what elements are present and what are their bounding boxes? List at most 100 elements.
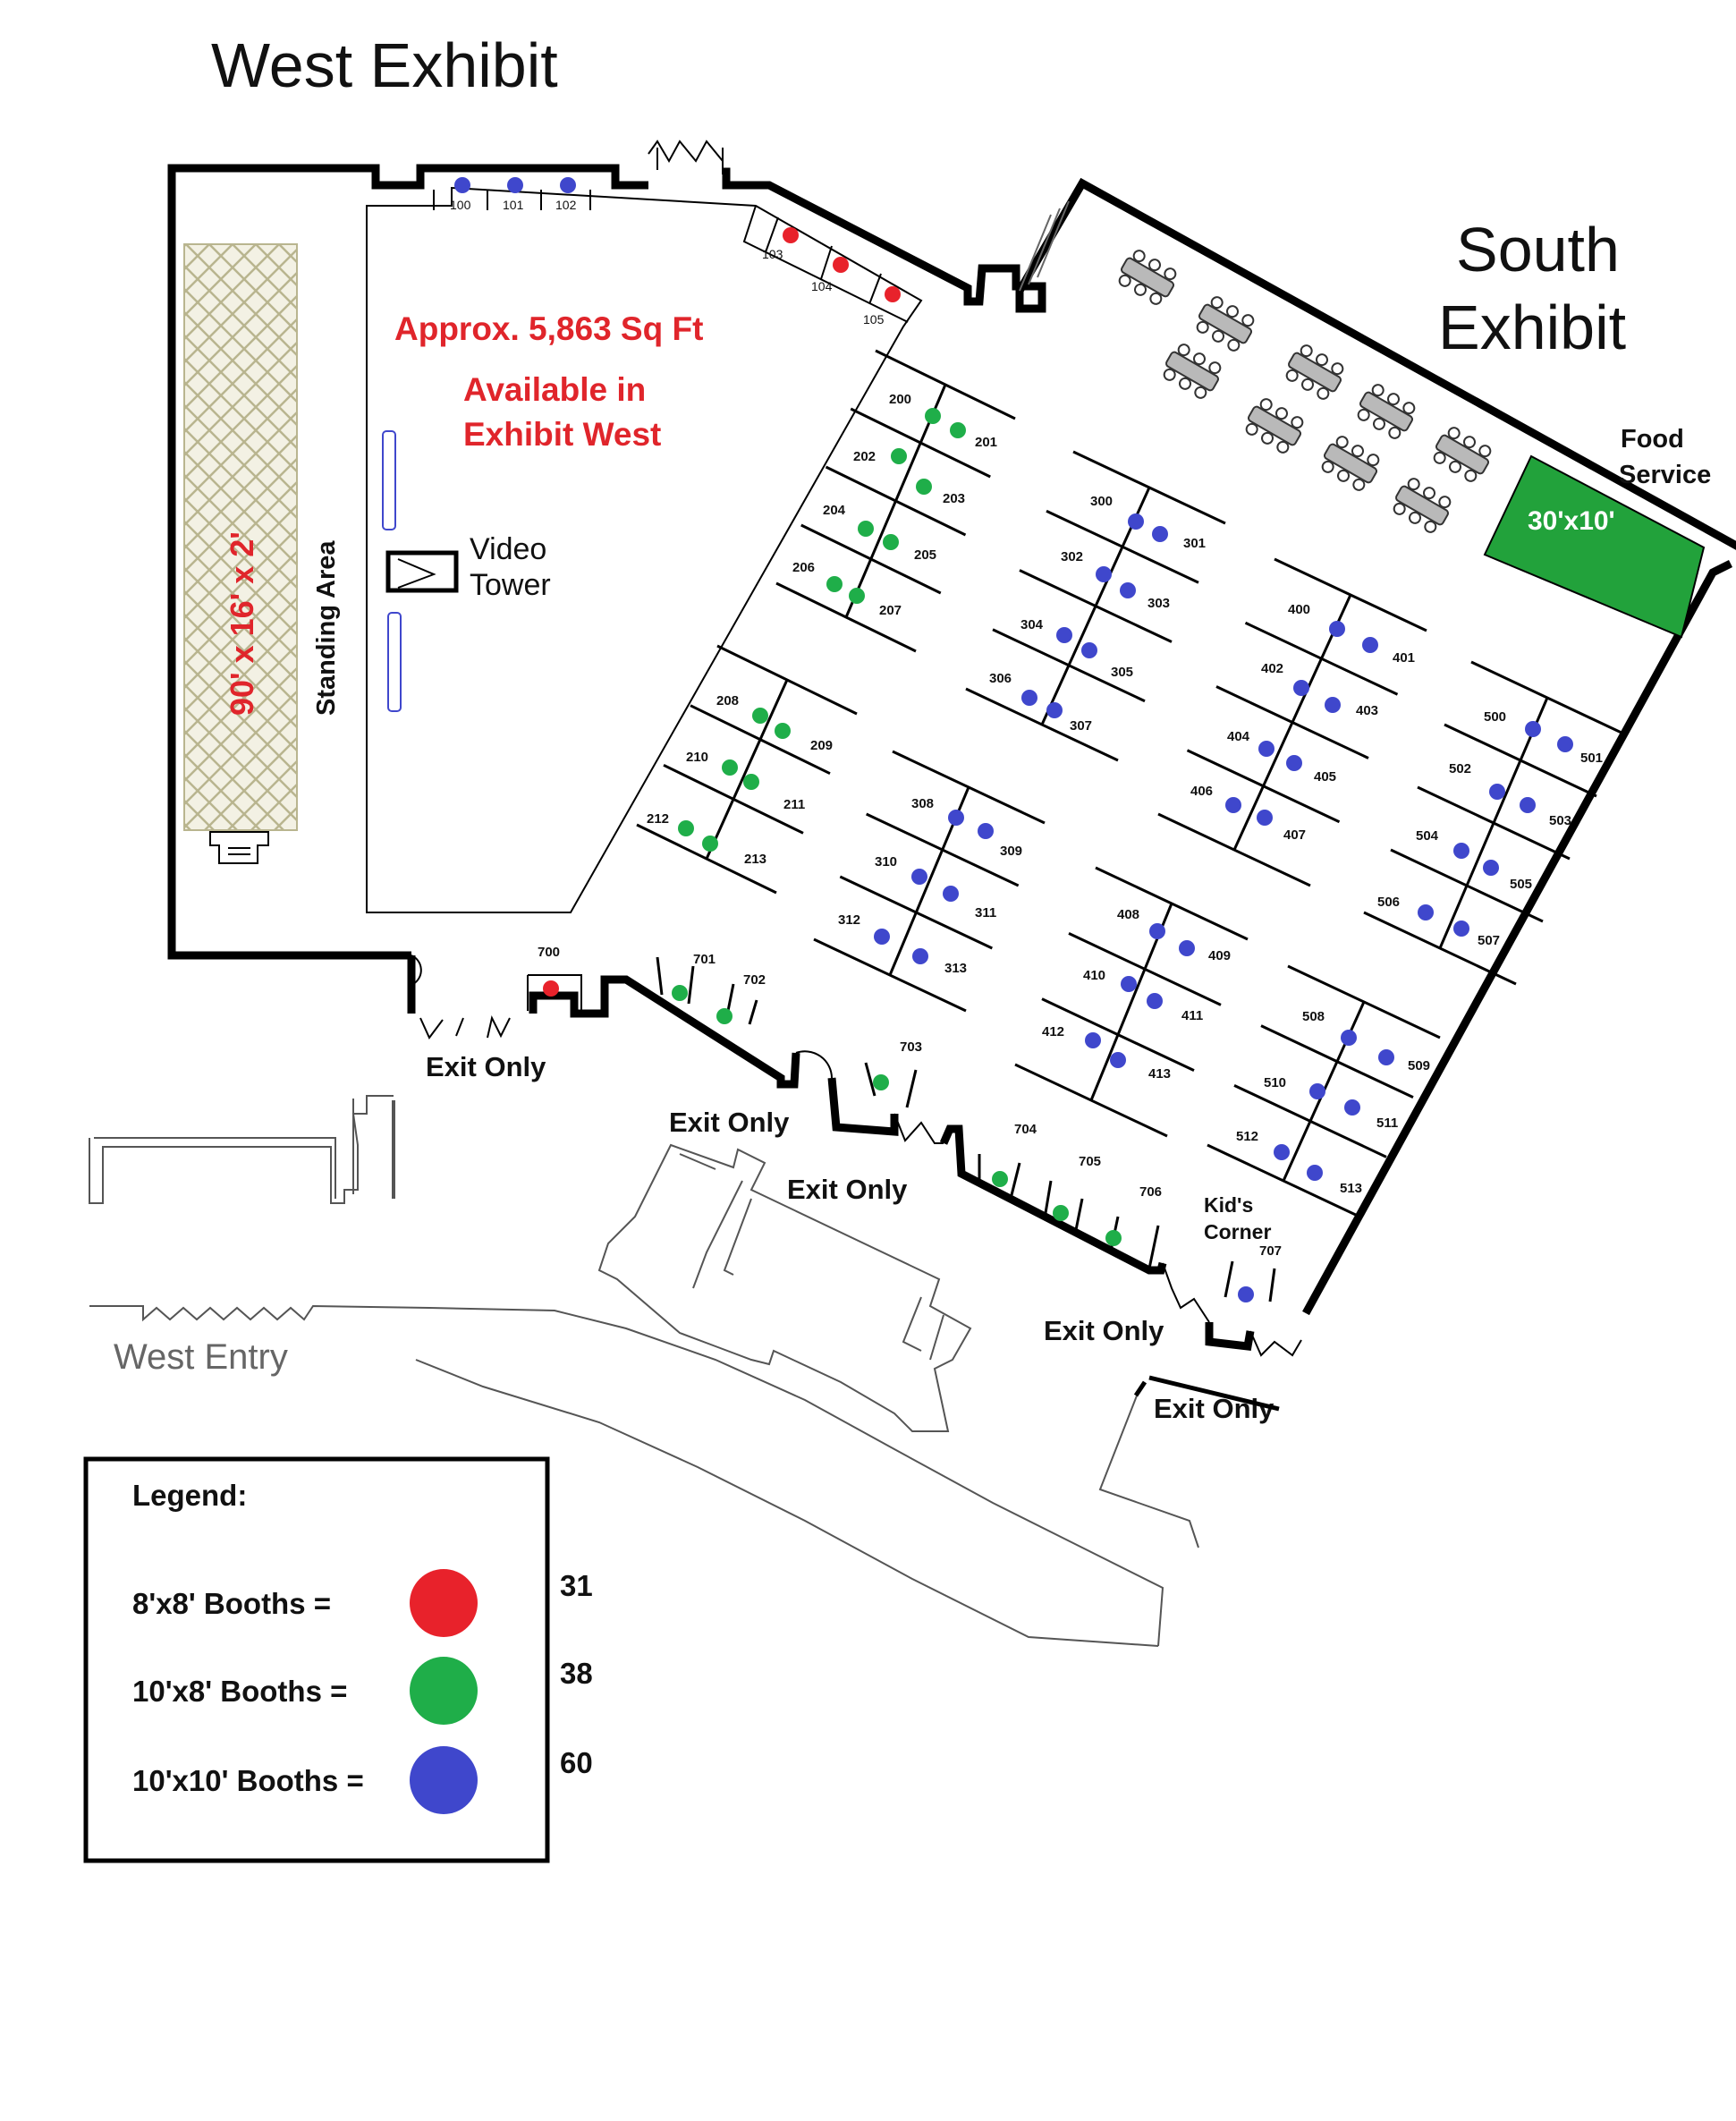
booth-103-label: 103 xyxy=(762,247,783,261)
booth-203-marker[interactable] xyxy=(916,479,932,495)
booth-312-marker[interactable] xyxy=(874,929,890,945)
standing-area-label: Standing Area xyxy=(312,540,341,716)
booth-703-label: 703 xyxy=(900,1039,922,1055)
booth-305-marker[interactable] xyxy=(1081,642,1097,658)
booth-501-marker[interactable] xyxy=(1557,736,1573,752)
booth-513-marker[interactable] xyxy=(1307,1165,1323,1181)
booth-505-marker[interactable] xyxy=(1483,860,1499,876)
booth-402-label: 402 xyxy=(1261,661,1283,676)
booth-410-marker[interactable] xyxy=(1121,976,1137,992)
booth-406-marker[interactable] xyxy=(1225,797,1241,813)
food-service-area: 30'x10' xyxy=(1483,454,1706,639)
booth-201-label: 201 xyxy=(975,435,997,450)
booth-100-marker[interactable] xyxy=(454,177,470,193)
legend-item-1-label: 8'x8' Booths = xyxy=(132,1587,331,1620)
booth-300-marker[interactable] xyxy=(1128,513,1144,530)
booth-103-marker[interactable] xyxy=(783,227,799,243)
booth-700-divider xyxy=(748,999,758,1025)
booth-405-marker[interactable] xyxy=(1286,755,1302,771)
booth-504-marker[interactable] xyxy=(1453,843,1469,859)
row-300-top-divider xyxy=(1072,450,1226,525)
booth-401-marker[interactable] xyxy=(1362,637,1378,653)
booth-209-marker[interactable] xyxy=(775,723,791,739)
booth-101-marker[interactable] xyxy=(507,177,523,193)
booth-707-marker[interactable] xyxy=(1238,1286,1254,1302)
booth-700-marker[interactable] xyxy=(543,980,559,997)
booth-700-divider xyxy=(1224,1260,1234,1298)
booth-302-marker[interactable] xyxy=(1096,566,1112,582)
booth-308-marker[interactable] xyxy=(948,810,964,826)
booth-400-marker[interactable] xyxy=(1329,621,1345,637)
booth-500-marker[interactable] xyxy=(1525,721,1541,737)
booth-512-marker[interactable] xyxy=(1274,1144,1290,1160)
row-200-top-divider xyxy=(775,581,917,653)
booth-213-marker[interactable] xyxy=(702,836,718,852)
booth-211-marker[interactable] xyxy=(743,774,759,790)
booth-213-label: 213 xyxy=(744,852,766,867)
booth-411-marker[interactable] xyxy=(1147,993,1163,1009)
booth-504-label: 504 xyxy=(1416,828,1439,844)
booth-509-marker[interactable] xyxy=(1378,1049,1394,1065)
west-sqft-line2: Available in xyxy=(463,371,646,408)
row-400-bottom-divider xyxy=(1068,931,1222,1006)
booth-401-label: 401 xyxy=(1393,650,1415,666)
booth-201-marker[interactable] xyxy=(950,422,966,438)
booth-208-marker[interactable] xyxy=(752,708,768,724)
booth-706-marker[interactable] xyxy=(1105,1230,1122,1246)
booth-403-marker[interactable] xyxy=(1325,697,1341,713)
booth-209-label: 209 xyxy=(810,738,833,753)
booth-502-marker[interactable] xyxy=(1489,784,1505,800)
booth-412-marker[interactable] xyxy=(1085,1032,1101,1048)
booth-309-marker[interactable] xyxy=(978,823,994,839)
booth-102-marker[interactable] xyxy=(560,177,576,193)
booth-104-marker[interactable] xyxy=(833,257,849,273)
booth-105-marker[interactable] xyxy=(885,286,901,302)
booth-303-marker[interactable] xyxy=(1120,582,1136,598)
booth-304-label: 304 xyxy=(1020,617,1044,632)
booth-212-marker[interactable] xyxy=(678,820,694,836)
booth-705-marker[interactable] xyxy=(1053,1205,1069,1221)
booth-206-marker[interactable] xyxy=(826,576,843,592)
booth-404-marker[interactable] xyxy=(1258,741,1274,757)
legend-title: Legend: xyxy=(132,1479,247,1512)
booth-100-label: 100 xyxy=(450,198,471,212)
booth-410-label: 410 xyxy=(1083,968,1105,983)
booth-313-marker[interactable] xyxy=(912,948,928,964)
booth-311-marker[interactable] xyxy=(943,886,959,902)
booth-408-marker[interactable] xyxy=(1149,923,1165,939)
booth-205-marker[interactable] xyxy=(883,534,899,550)
booth-700-divider xyxy=(687,965,695,1005)
booth-306-marker[interactable] xyxy=(1021,690,1037,706)
booth-202-marker[interactable] xyxy=(891,448,907,464)
booth-304-marker[interactable] xyxy=(1056,627,1072,643)
dining-table-2 xyxy=(1196,296,1255,352)
booth-508-marker[interactable] xyxy=(1341,1030,1357,1046)
booth-407-marker[interactable] xyxy=(1257,810,1273,826)
booth-503-marker[interactable] xyxy=(1520,797,1536,813)
booth-402-marker[interactable] xyxy=(1293,680,1309,696)
booth-207-marker[interactable] xyxy=(849,588,865,604)
row-500-top-divider xyxy=(1390,848,1544,923)
exit-label-5: Exit Only xyxy=(1154,1393,1274,1424)
booth-702-marker[interactable] xyxy=(716,1008,733,1024)
booth-210-marker[interactable] xyxy=(722,759,738,776)
booth-510-marker[interactable] xyxy=(1309,1083,1325,1099)
booth-507-marker[interactable] xyxy=(1453,921,1469,937)
row-500-bottom-divider xyxy=(1287,964,1441,1039)
booth-704-marker[interactable] xyxy=(992,1171,1008,1187)
booth-310-marker[interactable] xyxy=(911,869,927,885)
booth-413-marker[interactable] xyxy=(1110,1052,1126,1068)
booth-206-label: 206 xyxy=(792,560,815,575)
booth-200-marker[interactable] xyxy=(925,408,941,424)
dining-table-9 xyxy=(1393,478,1452,533)
booth-409-marker[interactable] xyxy=(1179,940,1195,956)
booth-703-marker[interactable] xyxy=(873,1074,889,1090)
booth-307-marker[interactable] xyxy=(1046,702,1063,718)
booth-511-marker[interactable] xyxy=(1344,1099,1360,1116)
booth-701-marker[interactable] xyxy=(672,985,688,1001)
booth-301-marker[interactable] xyxy=(1152,526,1168,542)
food-service-label-1: Food xyxy=(1621,425,1684,454)
booth-309-label: 309 xyxy=(1000,844,1022,859)
booth-204-marker[interactable] xyxy=(858,521,874,537)
booth-506-marker[interactable] xyxy=(1418,904,1434,921)
